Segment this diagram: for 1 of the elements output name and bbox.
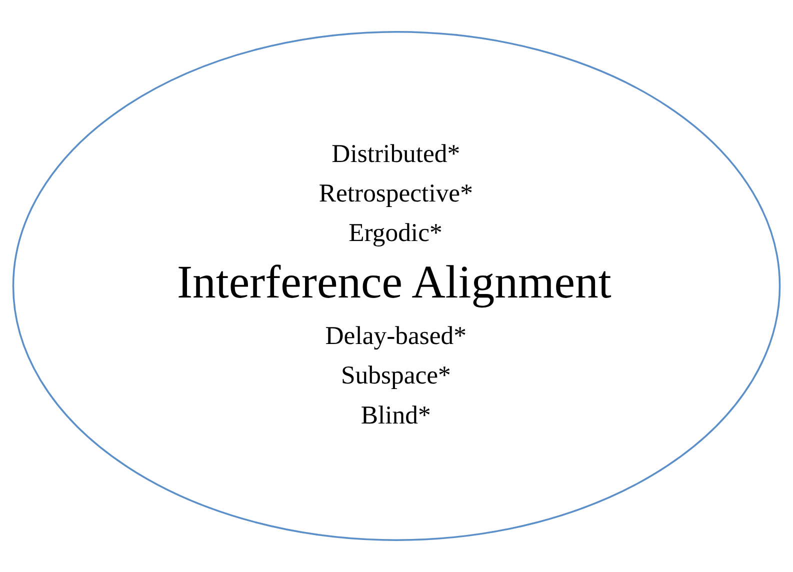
node-ellipse: Distributed* Retrospective* Ergodic* Interference Alignment Delay-based* Subspace* Blind* <box>12 31 781 541</box>
